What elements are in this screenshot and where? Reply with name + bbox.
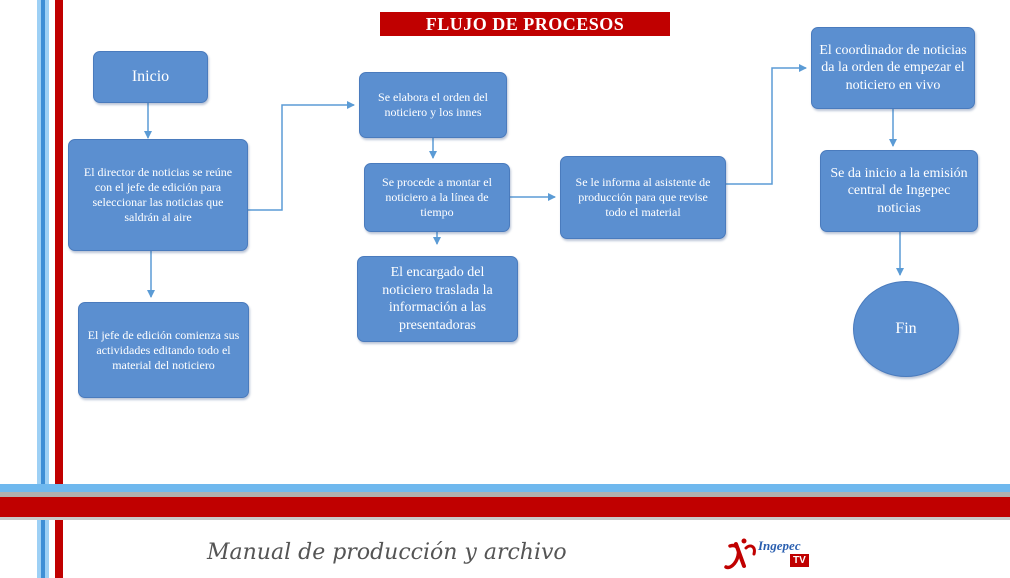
bottom-gray-bar-lower (0, 517, 1010, 520)
bottom-red-bar (0, 497, 1010, 517)
node-director: El director de noticias se reúne con el … (68, 139, 248, 251)
node-inicio: Inicio (93, 51, 208, 103)
node-montar: Se procede a montar el noticiero a la lí… (364, 163, 510, 232)
left-blue-bar-inner (41, 0, 45, 578)
node-elabora-orden: Se elabora el orden del noticiero y los … (359, 72, 507, 138)
logo-ingepec-text: Ingepec (758, 538, 801, 553)
node-jefe-edicion: El jefe de edición comienza sus activida… (78, 302, 249, 398)
left-red-bar (55, 0, 63, 578)
logo-mark-icon (724, 538, 756, 570)
node-fin: Fin (853, 281, 959, 377)
logo-tv-badge: TV (790, 554, 809, 567)
page-title: FLUJO DE PROCESOS (380, 12, 670, 36)
node-coordinador: El coordinador de noticias da la orden d… (811, 27, 975, 109)
bottom-blue-bar (0, 484, 1010, 492)
ingepec-tv-logo: Ingepec TV (722, 536, 832, 572)
footer-manual-title: Manual de producción y archivo (207, 540, 567, 565)
arrow-director-elabora (248, 101, 355, 211)
arrow-asistente-coordinador (726, 64, 807, 185)
bottom-gray-bar (0, 492, 1010, 497)
node-emision: Se da inicio a la emisión central de Ing… (820, 150, 978, 232)
node-asistente: Se le informa al asistente de producción… (560, 156, 726, 239)
node-encargado: El encargado del noticiero traslada la i… (357, 256, 518, 342)
